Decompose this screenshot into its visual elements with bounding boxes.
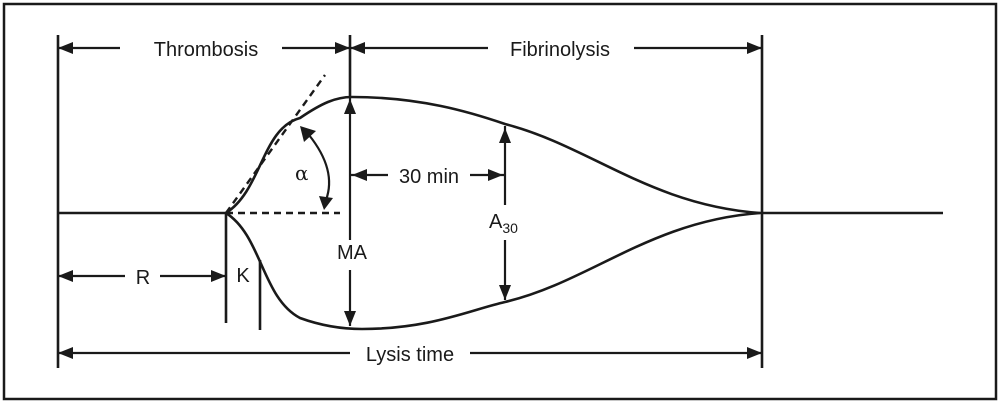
ma-arrow-bottom [344,311,356,326]
alpha-label: α [295,161,309,185]
alpha-arrowhead-bottom [319,196,333,210]
a30-label-subscript: 30 [502,220,518,236]
alpha-arc [308,134,331,201]
r-arrow-left [58,270,73,282]
fibrinolysis-arrow-left [350,42,365,54]
r-label: R [136,267,150,289]
alpha-arrowhead-top [300,126,316,142]
thirty-min-arrow-right [488,169,503,181]
r-arrow-right [211,270,226,282]
thrombosis-label: Thrombosis [154,39,258,61]
thirty-min-arrow-left [352,169,367,181]
a30-arrow-bottom [499,285,511,300]
ma-label: MA [337,242,368,264]
trace-upper-curve [225,95,761,215]
ma-arrow-top [344,99,356,114]
a30-arrow-top [499,128,511,143]
a30-label-main: A [489,211,503,233]
fibrinolysis-label: Fibrinolysis [510,39,610,61]
lysis-time-arrow-right [747,347,762,359]
lysis-time-arrow-left [58,347,73,359]
trace-lower-curve [225,211,761,331]
thirty-min-label: 30 min [399,166,459,188]
a30-label: A30 [489,211,518,236]
thrombosis-arrow-right [335,42,350,54]
alpha-tangent-line [225,74,326,214]
lysis-time-label: Lysis time [366,344,454,366]
thrombosis-arrow-left [58,42,73,54]
k-label: K [236,265,250,287]
fibrinolysis-arrow-right [747,42,762,54]
